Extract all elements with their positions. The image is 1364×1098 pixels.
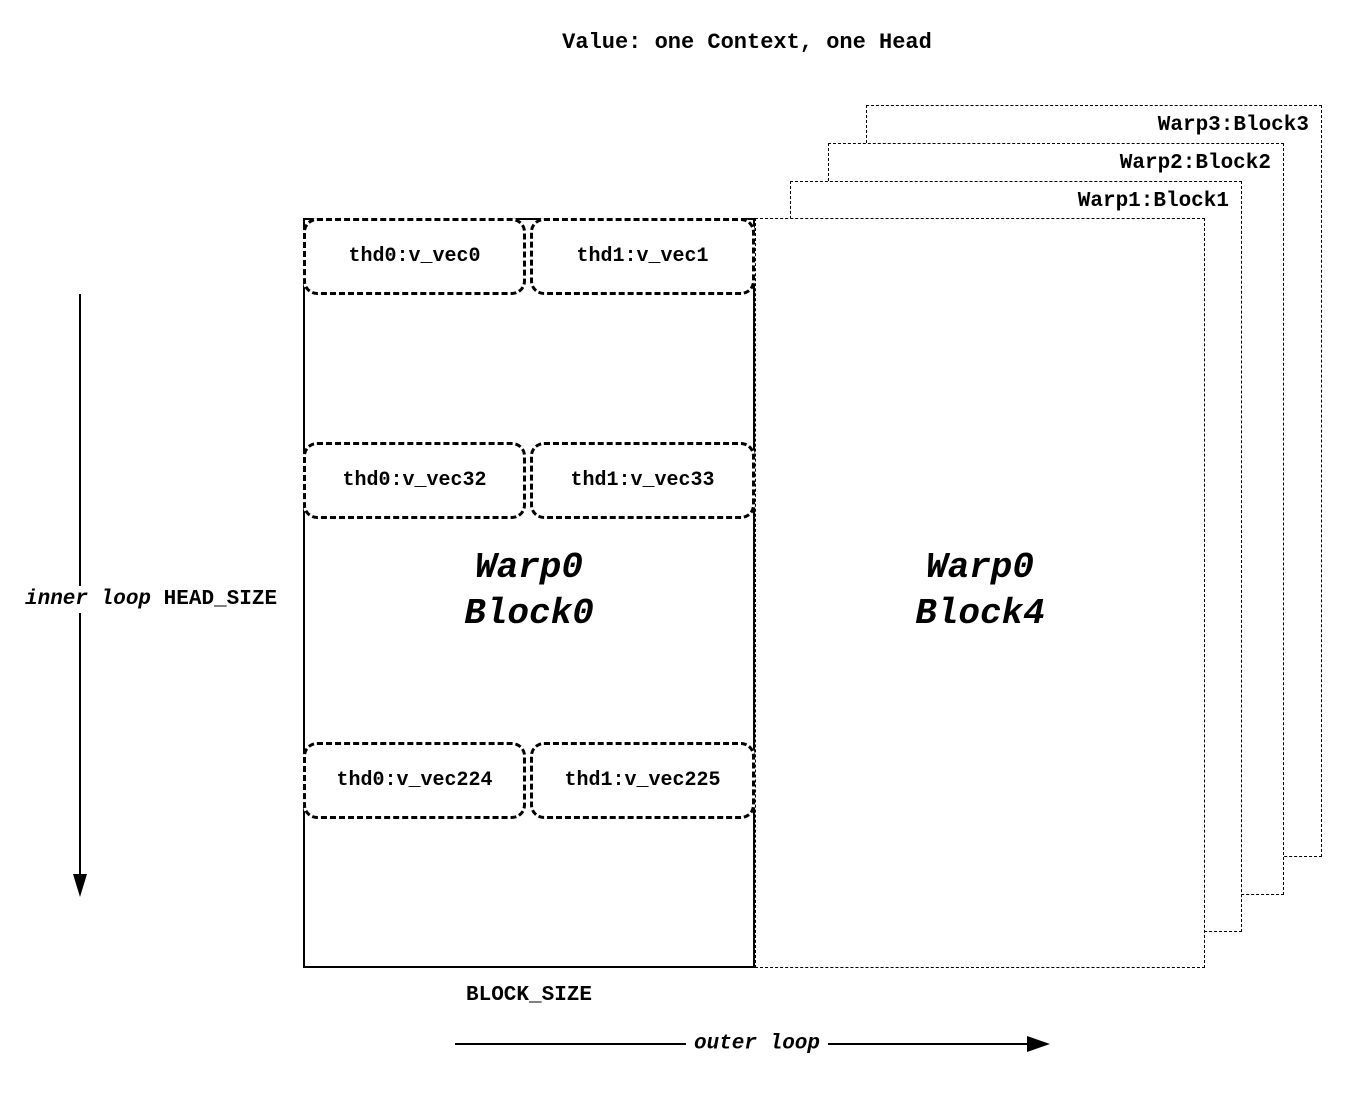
block-warp3-label: Warp3:Block3 bbox=[1157, 114, 1309, 137]
block-warp1-label: Warp1:Block1 bbox=[1077, 190, 1229, 213]
block-warp0-block4 bbox=[755, 218, 1205, 968]
warp0-block0-line1: Warp0 bbox=[474, 547, 584, 588]
thread-vec-label: thd0:v_vec32 bbox=[342, 469, 487, 492]
warp0-block0-label: Warp0 Block0 bbox=[464, 545, 594, 637]
thread-vec-box: thd1:v_vec33 bbox=[530, 442, 755, 519]
thread-vec-box: thd1:v_vec1 bbox=[530, 218, 755, 295]
block-warp2-label: Warp2:Block2 bbox=[1119, 152, 1271, 175]
thread-vec-box: thd0:v_vec0 bbox=[303, 218, 526, 295]
warp0-block4-label: Warp0 Block4 bbox=[915, 545, 1045, 637]
thread-vec-label: thd1:v_vec33 bbox=[570, 469, 715, 492]
thread-vec-label: thd1:v_vec1 bbox=[576, 245, 709, 268]
warp0-block0-line2: Block0 bbox=[464, 593, 594, 634]
thread-vec-label: thd0:v_vec224 bbox=[336, 769, 493, 792]
warp0-block4-line1: Warp0 bbox=[925, 547, 1035, 588]
outer-loop-axis-label: outer loop bbox=[685, 1032, 829, 1056]
thread-vec-box: thd1:v_vec225 bbox=[530, 742, 755, 819]
block-size-label: BLOCK_SIZE bbox=[465, 984, 593, 1007]
warp0-block4-line2: Block4 bbox=[915, 593, 1045, 634]
diagram-title: Value: one Context, one Head bbox=[562, 30, 932, 55]
thread-vec-box: thd0:v_vec224 bbox=[303, 742, 526, 819]
head-size-text: HEAD_SIZE bbox=[163, 588, 278, 611]
thread-vec-label: thd0:v_vec0 bbox=[348, 245, 481, 268]
thread-vec-label: thd1:v_vec225 bbox=[564, 769, 721, 792]
inner-loop-axis-label: inner loop HEAD_SIZE bbox=[25, 586, 278, 613]
block-warp0-block0 bbox=[303, 218, 755, 968]
inner-loop-text: inner loop bbox=[25, 588, 152, 611]
thread-vec-box: thd0:v_vec32 bbox=[303, 442, 526, 519]
